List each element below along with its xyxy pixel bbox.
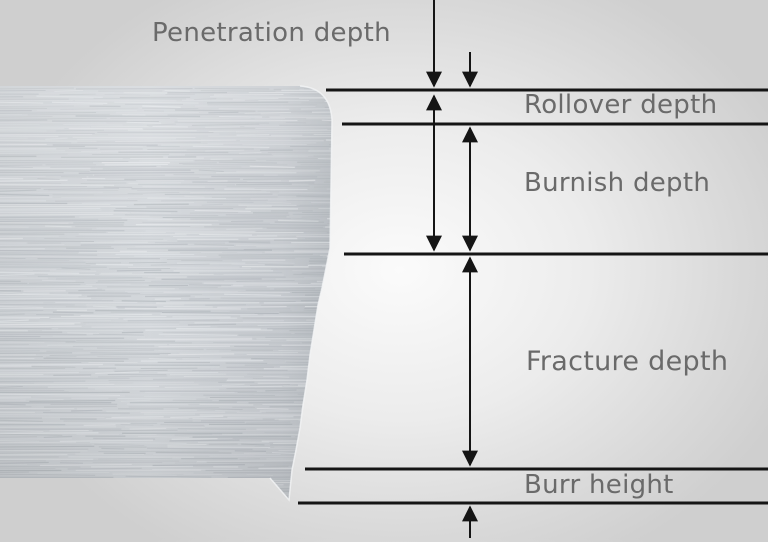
fracture-depth-label: Fracture depth xyxy=(526,346,728,377)
penetration-depth-label: Penetration depth xyxy=(152,18,391,48)
sheet-metal-section xyxy=(0,86,467,500)
burnish-depth-label: Burnish depth xyxy=(524,168,710,198)
rollover-depth-label: Rollover depth xyxy=(524,90,717,120)
sheet-metal-shade xyxy=(0,86,332,500)
burr-height-label: Burr height xyxy=(524,470,674,500)
